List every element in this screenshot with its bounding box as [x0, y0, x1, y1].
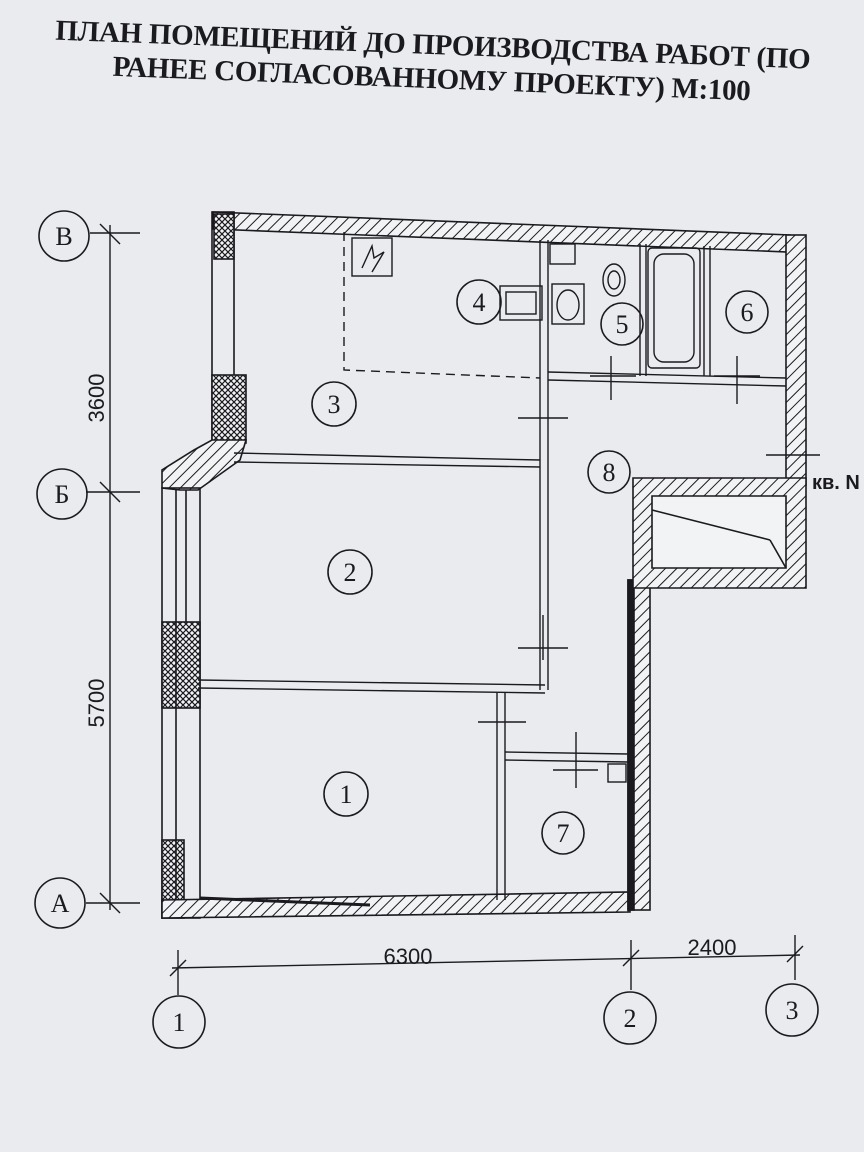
riser-icon [607, 763, 627, 783]
room-4: 4 [456, 279, 502, 325]
fixtures [351, 237, 701, 783]
room-number: 5 [616, 310, 629, 339]
bathtub-icon [647, 247, 701, 369]
room-5: 5 [600, 302, 644, 346]
room-6: 6 [725, 290, 769, 334]
room-2: 2 [327, 549, 373, 595]
dimension-label: 2400 [688, 935, 737, 960]
sink-icon [551, 283, 585, 325]
axis-col-1: 1 [152, 995, 206, 1049]
partitions [197, 232, 820, 900]
axis-row-label: В [55, 222, 72, 251]
room-number: 2 [344, 558, 357, 587]
toilet-icon [602, 263, 626, 297]
axis-col-label: 2 [624, 1004, 637, 1033]
dimension-label: 3600 [84, 374, 109, 423]
room-1: 1 [323, 771, 369, 817]
room-number: 8 [603, 458, 616, 487]
exterior-walls [161, 211, 807, 919]
dimension-label: 6300 [384, 944, 433, 969]
axis-row-b: Б [36, 468, 88, 520]
room-number: 7 [557, 819, 570, 848]
electrical-panel-icon [351, 237, 393, 277]
neighbor-apartment-label: кв. N [812, 472, 860, 494]
room-7: 7 [541, 811, 585, 855]
room-number: 3 [328, 390, 341, 419]
axis-row-a: А [34, 877, 86, 929]
room-number: 1 [340, 780, 353, 809]
axis-row-label: Б [55, 480, 70, 509]
axis-col-2: 2 [603, 991, 657, 1045]
axis-col-label: 3 [786, 996, 799, 1025]
stove-icon [499, 285, 543, 321]
room-3: 3 [311, 381, 357, 427]
axis-col-3: 3 [765, 983, 819, 1037]
axis-lines [86, 223, 804, 995]
dimension-label: 5700 [84, 679, 109, 728]
room-number: 6 [741, 298, 754, 327]
axis-row-v: В [38, 210, 90, 262]
room-8: 8 [587, 450, 631, 494]
axis-row-label: А [51, 889, 70, 918]
room-number: 4 [473, 288, 486, 317]
axis-col-label: 1 [173, 1008, 186, 1037]
